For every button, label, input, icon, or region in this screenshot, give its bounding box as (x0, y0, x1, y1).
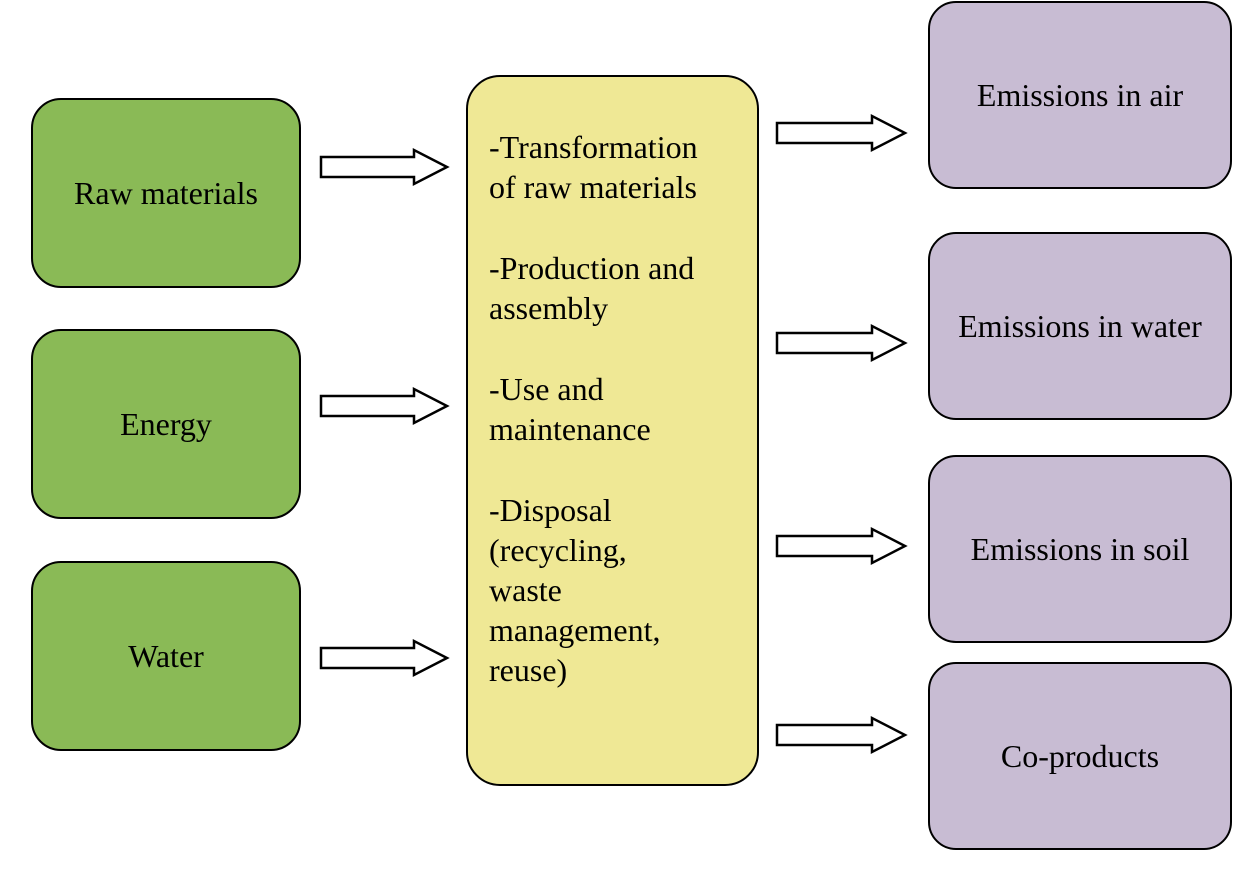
arrow-energy-to-process (319, 386, 450, 426)
arrow-process-to-emissions-air (775, 113, 908, 153)
output-label: Emissions in soil (970, 530, 1190, 567)
input-raw-materials-box: Raw materials (31, 98, 301, 288)
arrow-shape (775, 323, 908, 363)
output-label: Co-products (1000, 737, 1160, 774)
process-box: -Transformation of raw materials -Produc… (466, 75, 759, 786)
process-step-line: assembly (489, 290, 609, 326)
arrow-raw-materials-to-process (319, 147, 450, 187)
process-step-line: -Use and (489, 371, 604, 407)
output-co-products-box: Co-products (928, 662, 1232, 850)
input-label: Raw materials (74, 174, 258, 211)
process-step-line: -Transformation (489, 129, 698, 165)
output-label: Emissions in water (958, 307, 1202, 344)
process-step-line: waste (489, 572, 562, 608)
process-step-production: -Production and assembly (489, 248, 694, 328)
arrow-shape (775, 526, 908, 566)
input-water-box: Water (31, 561, 301, 751)
arrow-shape (319, 386, 450, 426)
process-step-disposal: -Disposal (recycling, waste management, … (489, 490, 660, 690)
process-step-line: management, (489, 612, 661, 648)
input-energy-box: Energy (31, 329, 301, 519)
arrow-process-to-emissions-soil (775, 526, 908, 566)
arrow-shape (319, 638, 450, 678)
process-step-line: -Production and (489, 250, 695, 286)
input-label: Energy (120, 405, 212, 442)
process-step-line: maintenance (489, 411, 651, 447)
output-emissions-air-box: Emissions in air (928, 1, 1232, 189)
process-step-line: (recycling, (489, 532, 627, 568)
output-emissions-water-box: Emissions in water (928, 232, 1232, 420)
arrow-water-to-process (319, 638, 450, 678)
output-label: Emissions in air (976, 76, 1184, 113)
arrow-shape (319, 147, 450, 187)
input-label: Water (128, 637, 204, 674)
process-step-line: of raw materials (489, 169, 697, 205)
arrow-shape (775, 113, 908, 153)
arrow-shape (775, 715, 908, 755)
process-step-line: reuse) (489, 652, 568, 688)
process-step-transformation: -Transformation of raw materials (489, 127, 698, 207)
output-emissions-soil-box: Emissions in soil (928, 455, 1232, 643)
arrow-process-to-co-products (775, 715, 908, 755)
process-step-use: -Use and maintenance (489, 369, 651, 449)
process-step-line: -Disposal (489, 492, 612, 528)
arrow-process-to-emissions-water (775, 323, 908, 363)
